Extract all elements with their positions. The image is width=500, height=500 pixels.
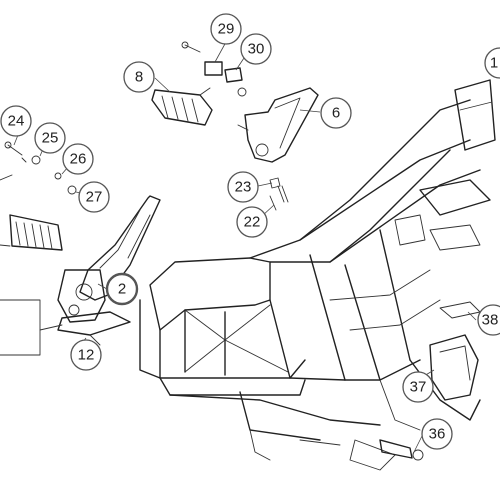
callout-label: 8 <box>135 69 143 86</box>
callout-label: 29 <box>218 21 235 38</box>
callout-label: 12 <box>78 347 95 364</box>
callout: 37 <box>402 371 434 403</box>
callout-label: 27 <box>86 189 103 206</box>
callout-label: 26 <box>70 151 87 168</box>
callout: 29 <box>210 13 242 45</box>
footpeg-bracket-left <box>57 195 161 323</box>
callout-label: 30 <box>248 41 265 58</box>
callout-label: 6 <box>332 105 340 122</box>
callout-label: 24 <box>8 113 25 130</box>
highlight-ring <box>105 272 139 306</box>
callout: 36 <box>421 418 453 450</box>
hardware-29-30 <box>181 41 247 97</box>
callout-label: 22 <box>244 214 261 231</box>
callout-label: 37 <box>410 379 427 396</box>
footpeg-rubber-left <box>0 174 63 251</box>
callout: 24 <box>0 105 32 137</box>
footpeg-left <box>0 299 131 356</box>
callout-label: 1 <box>490 55 498 72</box>
callout-label: 25 <box>42 130 59 147</box>
callout: 27 <box>78 181 110 213</box>
callout: 1 <box>484 47 500 79</box>
hardware-22-23 <box>269 177 289 211</box>
callout: 26 <box>62 143 94 175</box>
callout-label: 2 <box>118 281 126 298</box>
callout: 23 <box>227 171 259 203</box>
callout-label: 23 <box>235 179 252 196</box>
hardware-24-27 <box>4 141 77 195</box>
callout-label: 36 <box>429 426 446 443</box>
callout: 25 <box>34 122 66 154</box>
callout: 12 <box>70 339 102 371</box>
callout: 30 <box>240 33 272 65</box>
main-frame <box>139 79 496 471</box>
footpeg-right <box>151 87 213 126</box>
callout: 8 <box>123 61 155 93</box>
callout: 22 <box>236 206 268 238</box>
callout-label: 38 <box>482 312 499 329</box>
callout: 38 <box>477 304 500 336</box>
callout: 6 <box>320 97 352 129</box>
footpeg-bracket-right <box>237 87 319 163</box>
callout-highlighted: 2 <box>105 272 139 306</box>
